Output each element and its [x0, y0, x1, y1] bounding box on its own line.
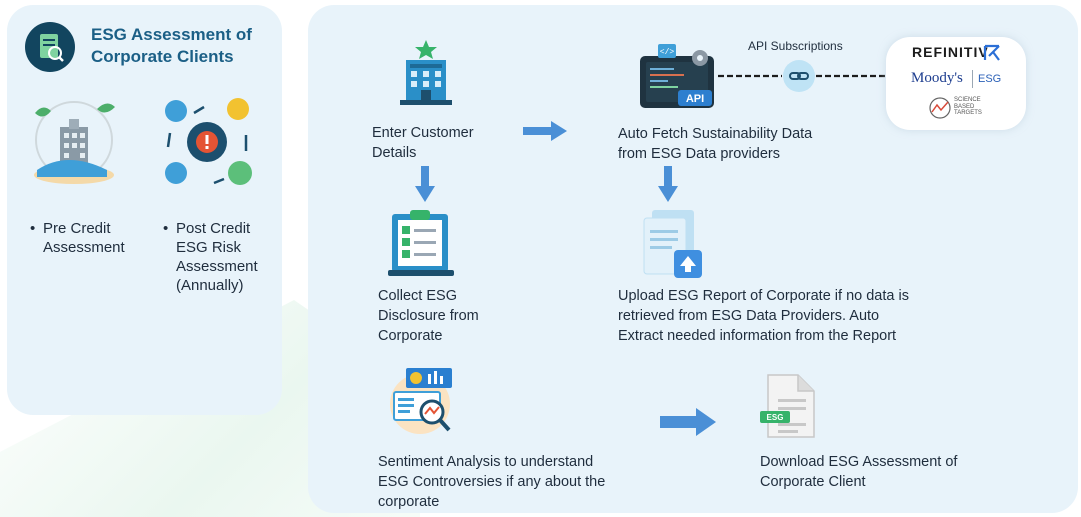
assessment-document-icon: [25, 22, 75, 72]
bullet-line: Assessment: [176, 258, 258, 275]
sbti-logo: SCIENCE BASED TARGETS: [954, 97, 982, 117]
link-icon: [782, 59, 816, 98]
esg-document-icon: ESG: [758, 373, 818, 444]
label-line: corporate: [378, 494, 440, 510]
label-line: ESG Controversies if any about the: [378, 474, 606, 490]
label-line: Upload ESG Report of Corporate if no dat…: [618, 288, 909, 304]
label-line: Disclosure from: [378, 308, 479, 324]
arrow-right-icon: [660, 408, 716, 441]
label-line: Download ESG Assessment of: [760, 454, 958, 470]
sbti-logo-icon: [928, 96, 952, 125]
bullet-pre-credit: • Pre Credit Assessment: [30, 220, 125, 256]
label-line: retrieved from ESG Data Providers. Auto: [618, 308, 880, 324]
label-line: Details: [372, 145, 417, 161]
connector-line: [718, 60, 890, 97]
sentiment-analysis-label: Sentiment Analysis to understand ESG Con…: [378, 452, 605, 512]
label-line: Extract needed information from the Repo…: [618, 328, 897, 344]
collect-esg-label: Collect ESG Disclosure from Corporate: [378, 286, 479, 346]
esg-tag-text: ESG: [767, 413, 784, 422]
building-icon: [396, 40, 456, 111]
providers-logo-box: [886, 37, 1026, 130]
api-tag-text: API: [686, 93, 704, 105]
sbti-line: SCIENCE: [954, 97, 981, 103]
download-assessment-label: Download ESG Assessment of Corporate Cli…: [760, 452, 957, 492]
bullet-line: (Annually): [176, 277, 244, 294]
sustainable-building-icon: [27, 95, 122, 195]
upload-report-label: Upload ESG Report of Corporate if no dat…: [618, 286, 909, 346]
label-line: Collect ESG: [378, 288, 457, 304]
page-title: ESG Assessment of Corporate Clients: [91, 25, 252, 66]
risk-gear-cycle-icon: [160, 95, 255, 195]
logo-divider: [972, 70, 973, 88]
label-line: Enter Customer: [372, 125, 474, 141]
bullet-line: Assessment: [43, 239, 125, 256]
auto-fetch-label: Auto Fetch Sustainability Data from ESG …: [618, 124, 812, 164]
moodys-logo: Moody's: [911, 70, 963, 86]
left-panel: [7, 5, 282, 415]
label-line: Sentiment Analysis to understand: [378, 454, 594, 470]
bullet-post-credit: • Post Credit ESG Risk Assessment (Annua…: [163, 220, 258, 294]
api-subscriptions-label: API Subscriptions: [748, 39, 843, 53]
sbti-line: BASED: [954, 103, 975, 110]
refinitiv-logo: REFINITIV: [912, 44, 989, 60]
bullet-line: Pre Credit: [43, 220, 111, 237]
bullet-line: ESG Risk: [176, 239, 242, 256]
sbti-line: TARGETS: [954, 110, 982, 116]
label-line: from ESG Data providers: [618, 146, 780, 162]
label-line: Corporate: [378, 328, 443, 344]
arrow-down-icon: [415, 166, 435, 207]
sentiment-analytics-icon: [386, 366, 458, 443]
label-line: Auto Fetch Sustainability Data: [618, 126, 813, 142]
refinitiv-mark-icon: [983, 44, 1001, 67]
checklist-clipboard-icon: [386, 208, 458, 285]
label-line: Corporate Client: [760, 474, 866, 490]
enter-customer-label: Enter Customer Details: [372, 123, 474, 163]
svg-text:</>: </>: [660, 48, 675, 57]
upload-document-icon: [640, 208, 710, 287]
arrow-right-icon: [523, 121, 567, 146]
arrow-down-icon: [658, 166, 678, 207]
moodys-esg-logo: ESG: [978, 73, 1002, 85]
bullet-line: Post Credit: [176, 220, 251, 237]
api-laptop-icon: API </>: [638, 44, 718, 117]
